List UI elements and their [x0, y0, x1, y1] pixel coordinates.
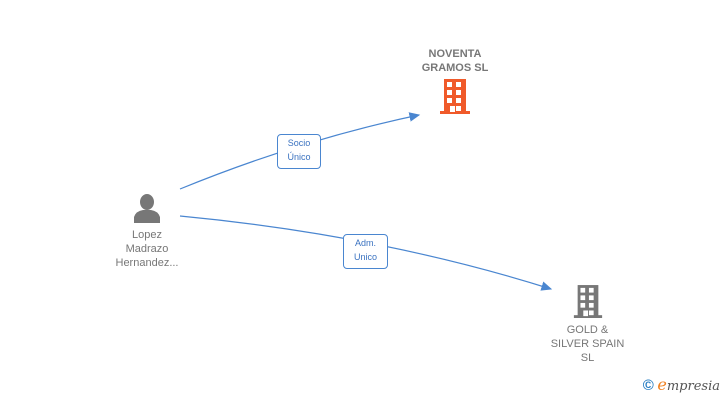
person-name-line2: Madrazo: [125, 243, 169, 255]
person-icon: [134, 194, 160, 223]
edge-label-line2: Único: [287, 152, 311, 162]
building-icon: [440, 79, 470, 114]
company-name-line1: NOVENTA: [428, 48, 482, 60]
company-node-gold-silver[interactable]: GOLD & SILVER SPAIN SL: [540, 285, 635, 365]
company-name-line1: GOLD &: [566, 324, 609, 336]
edge-label-line1: Adm.: [354, 238, 376, 248]
brand-logo: © empresia: [643, 375, 720, 394]
company-node-noventa[interactable]: NOVENTA GRAMOS SL: [400, 47, 510, 115]
copyright-icon: ©: [642, 377, 654, 394]
brand-name: mpresia: [666, 379, 720, 394]
edge-label-socio-unico[interactable]: Socio Único: [277, 134, 321, 169]
building-icon: [573, 285, 602, 318]
edge-label-adm-unico[interactable]: Adm. Unico: [343, 234, 388, 269]
edge-label-line2: Unico: [353, 252, 377, 262]
company-name-line2: SILVER SPAIN: [550, 338, 625, 350]
edge-label-line1: Socio: [287, 138, 311, 148]
person-name-line3: Hernandez...: [115, 257, 179, 269]
brand-e: e: [657, 375, 667, 394]
company-name-line3: SL: [580, 352, 595, 364]
person-name-line1: Lopez: [132, 229, 162, 241]
company-name-line2: GRAMOS SL: [421, 62, 489, 74]
person-node[interactable]: Lopez Madrazo Hernandez...: [102, 193, 192, 270]
